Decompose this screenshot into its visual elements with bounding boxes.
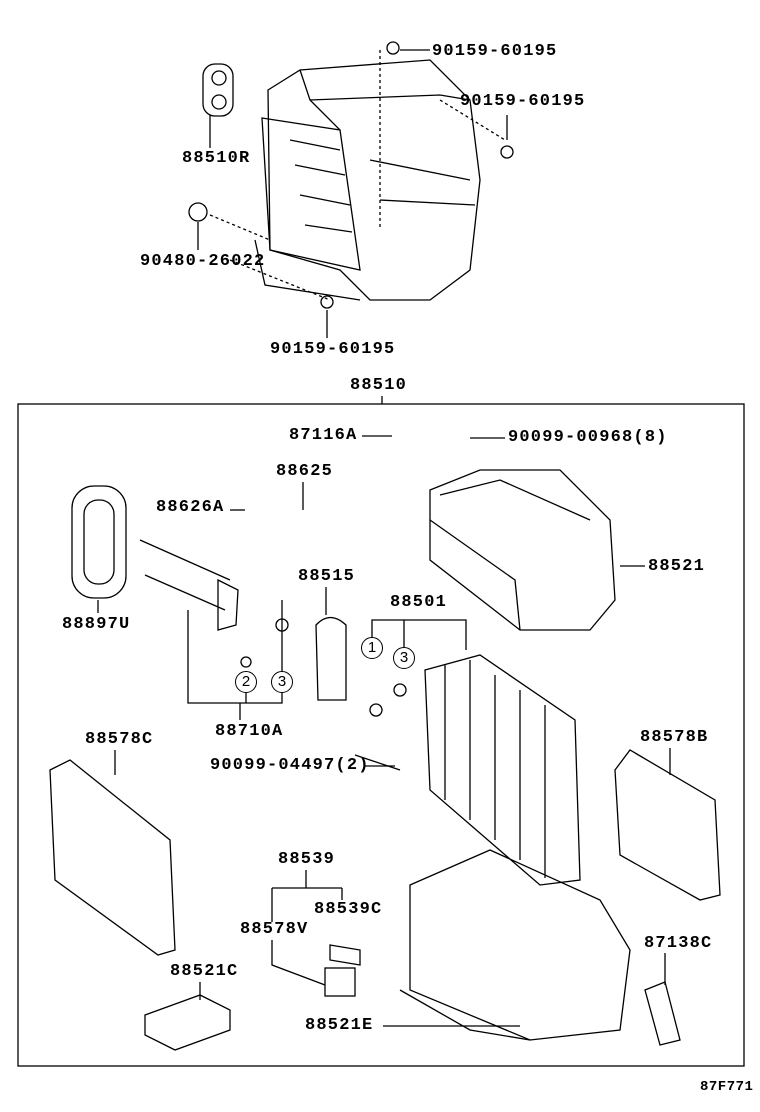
part-label: 90159-60195 [460, 92, 586, 111]
grommet-drawing [188, 63, 234, 222]
evaporator-drawing [369, 654, 581, 886]
lower-case-drawing [144, 849, 681, 1051]
callout-circle: 1 [361, 637, 383, 659]
part-label: 90159-60195 [432, 42, 558, 61]
part-label: 88578V [240, 920, 309, 939]
part-label: 88578C [85, 730, 154, 749]
part-label: 90099-04497(2) [210, 756, 370, 775]
part-label: 88521C [170, 962, 239, 981]
part-label: 88515 [298, 567, 356, 586]
assembly-frame [17, 403, 745, 1067]
expansion-valve-drawing [315, 616, 347, 701]
part-label: 88539C [314, 900, 383, 919]
assembly-label: 88510 [350, 376, 408, 395]
leader-lines [97, 49, 671, 1027]
part-label: 88897U [62, 615, 131, 634]
part-label: 90480-26022 [140, 252, 266, 271]
part-label: 88626A [156, 498, 225, 517]
diagram-code: 87F771 [700, 1079, 754, 1095]
tube-drawing [139, 539, 289, 668]
part-label: 88578B [640, 728, 709, 747]
part-label: 87116A [289, 426, 358, 445]
part-label: 88710A [215, 722, 284, 741]
seal-drawing [71, 485, 127, 599]
packing-drawing [49, 749, 721, 956]
callout-circle: 2 [235, 671, 257, 693]
part-label: 90099-00968(8) [508, 428, 668, 447]
part-label: 90159-60195 [270, 340, 396, 359]
part-label: 88521E [305, 1016, 374, 1035]
long-bolt-drawing [354, 754, 401, 771]
part-label: 88510R [182, 149, 251, 168]
unit-assembly-drawing [254, 59, 481, 301]
part-label: 88539 [278, 850, 336, 869]
part-label: 88625 [276, 462, 334, 481]
bolts-drawing [320, 41, 514, 309]
part-label: 88501 [390, 593, 448, 612]
part-label: 88521 [648, 557, 706, 576]
upper-case-drawing [429, 469, 616, 631]
part-label: 87138C [644, 934, 713, 953]
callout-circle: 3 [393, 647, 415, 669]
callout-circle: 3 [271, 671, 293, 693]
